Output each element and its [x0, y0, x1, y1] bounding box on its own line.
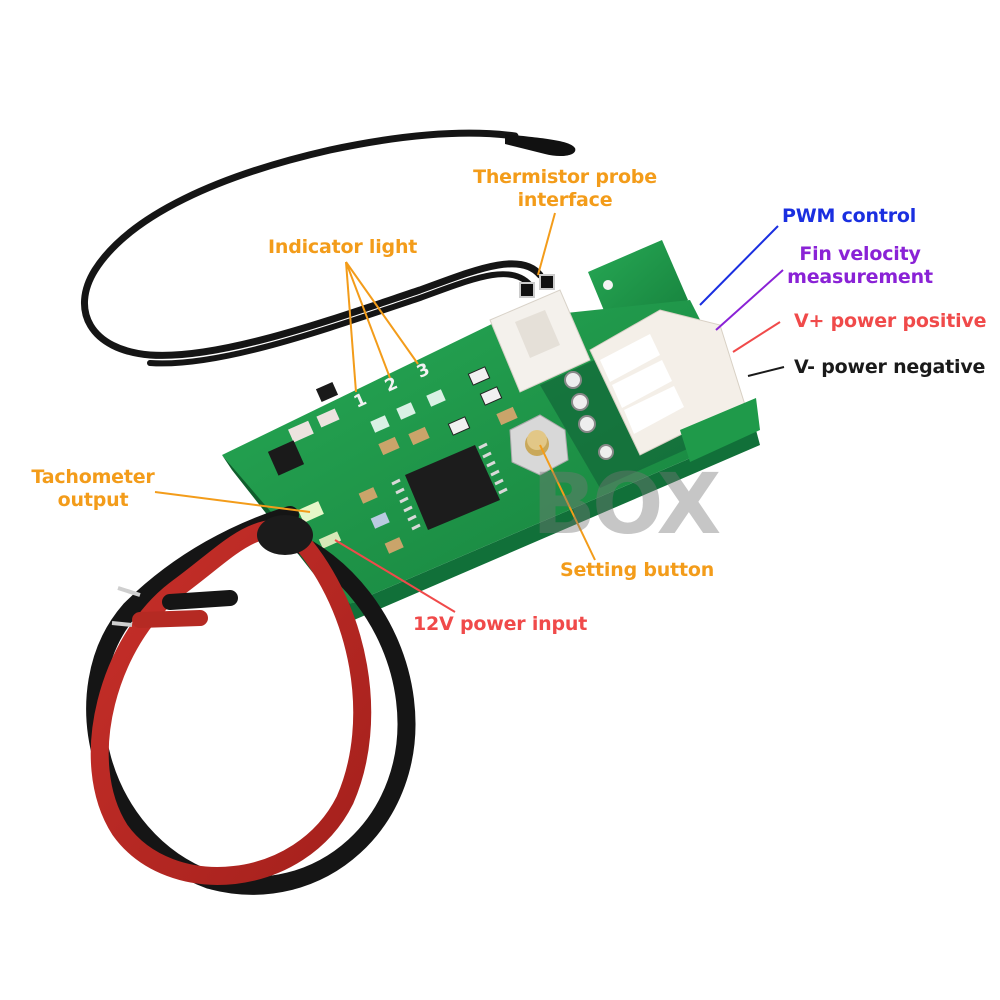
- label-v-plus-power-positive: V+ power positive: [794, 310, 987, 332]
- thermistor-connector: [489, 274, 591, 393]
- label-thermistor-probe-interface: Thermistor probe interface: [470, 166, 660, 212]
- fan-header-connector: [564, 309, 760, 462]
- label-tachometer-output: Tachometer output: [28, 466, 158, 512]
- label-line: interface: [517, 189, 613, 211]
- watermark: BOX: [532, 455, 721, 553]
- label-pwm-control: PWM control: [782, 205, 917, 227]
- thermistor-cable: [81, 129, 576, 367]
- power-wires: [86, 506, 416, 895]
- ic-chip: [391, 442, 508, 531]
- label-fin-velocity-measurement: Fin velocity measurement: [780, 243, 940, 289]
- label-line: Thermistor probe: [473, 166, 657, 188]
- label-line: Tachometer: [31, 466, 155, 488]
- smd-components: [267, 366, 518, 554]
- label-line: output: [57, 489, 129, 511]
- label-v-minus-power-negative: V- power negative: [794, 356, 986, 378]
- label-line: Fin velocity: [799, 243, 921, 265]
- label-12v-power-input: 12V power input: [413, 613, 588, 635]
- setting-button-switch: [509, 414, 569, 476]
- label-setting-button: Setting button: [560, 559, 715, 581]
- label-line: measurement: [787, 266, 933, 288]
- label-indicator-light: Indicator light: [268, 236, 418, 258]
- callout-lines: [154, 212, 785, 613]
